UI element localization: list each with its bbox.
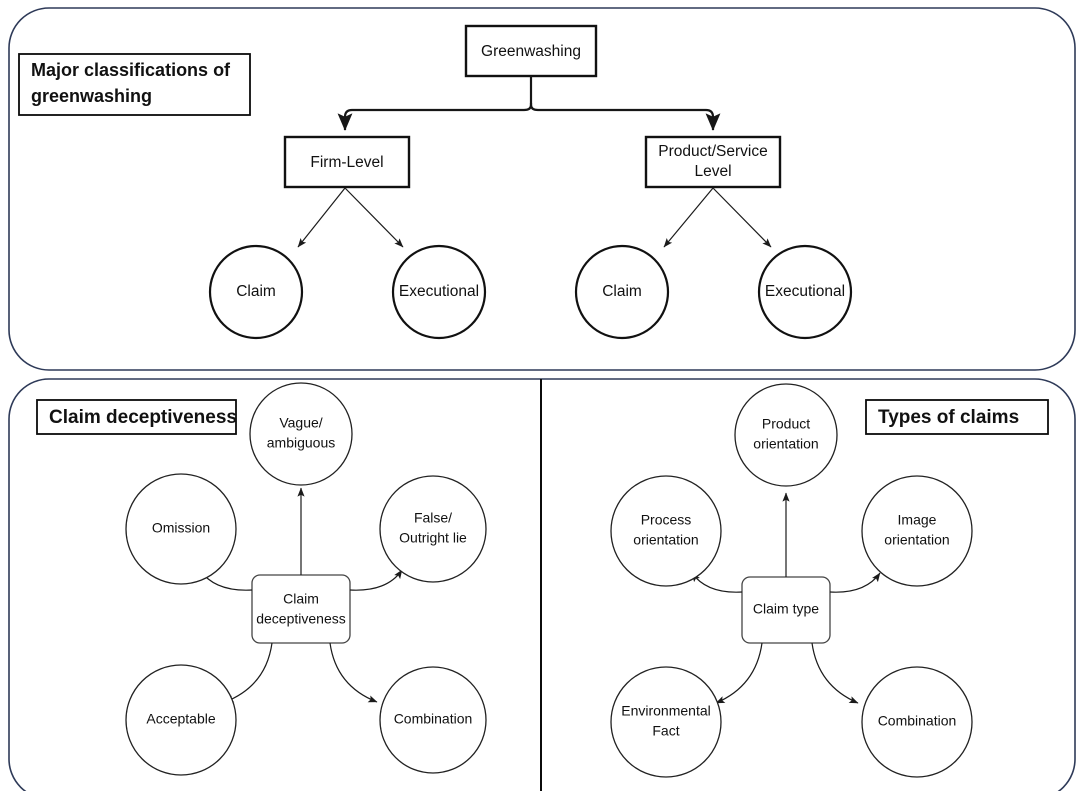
node-omission-label: Omission	[152, 520, 210, 536]
node-image-orientation-circle	[861, 475, 973, 587]
panel-bottom-right-title: Types of claims	[878, 407, 1019, 428]
node-combination-right-circle	[861, 666, 973, 778]
panel-bottom-right-title-box	[865, 399, 1049, 435]
node-firm-level-box	[283, 135, 411, 189]
panel-bottom-left-title: Claim deceptiveness	[49, 407, 237, 428]
node-claim-deceptiveness-label-line1: Claim	[283, 591, 319, 607]
node-product-orientation-label-line1: Product	[762, 416, 810, 432]
node-product-executional-circle	[757, 244, 853, 340]
node-acceptable-circle	[125, 664, 237, 776]
edge-greenwashing-to-firm-level	[337, 103, 533, 131]
node-process-orientation-circle	[610, 475, 722, 587]
edge-claim-type-to-environmental-fact	[715, 642, 763, 704]
edge-claim-deceptiveness-to-combination	[329, 642, 378, 703]
node-firm-level-label: Firm-Level	[310, 154, 383, 171]
edge-claim-deceptiveness-to-false	[349, 569, 403, 591]
edge-claim-type-to-combination	[811, 642, 859, 704]
node-omission-circle	[125, 473, 237, 585]
node-false-outright-lie-label-line1: False/	[414, 510, 452, 526]
edge-claim-deceptiveness-to-acceptable	[224, 642, 273, 703]
node-false-outright-lie-circle	[379, 475, 487, 583]
node-claim-type-label: Claim type	[753, 601, 819, 617]
edge-firm-level-to-executional	[344, 187, 404, 248]
node-greenwashing-label: Greenwashing	[481, 43, 581, 60]
panel-top-title-box	[18, 53, 251, 116]
panel-bottom-left-title-box	[36, 399, 237, 435]
node-process-orientation-label-line1: Process	[641, 512, 692, 528]
node-product-claim-circle	[574, 244, 670, 340]
edge-product-service-level-to-claim	[663, 187, 714, 248]
node-acceptable-label: Acceptable	[146, 711, 215, 727]
node-environmental-fact-circle	[610, 666, 722, 778]
node-image-orientation-label-line2: orientation	[884, 532, 949, 548]
node-product-executional-label: Executional	[765, 283, 845, 300]
node-false-outright-lie-label-line2: Outright lie	[399, 530, 467, 546]
node-firm-executional-label: Executional	[399, 283, 479, 300]
edge-product-service-level-to-executional	[712, 187, 772, 248]
node-greenwashing-box	[464, 24, 598, 78]
node-product-orientation-circle	[734, 383, 838, 487]
node-product-service-level-label-line2: Level	[694, 163, 731, 180]
panel-top-title-line2: greenwashing	[31, 86, 152, 106]
node-image-orientation-label-line1: Image	[898, 512, 937, 528]
node-vague-ambiguous-label-line1: Vague/	[279, 415, 322, 431]
panel-top-frame	[8, 7, 1076, 371]
node-claim-deceptiveness-box	[251, 574, 351, 644]
node-vague-ambiguous-circle	[249, 382, 353, 486]
node-product-claim-label: Claim	[602, 283, 642, 300]
edge-greenwashing-to-product-service-level	[529, 103, 721, 131]
node-combination-right-label: Combination	[878, 713, 957, 729]
node-combination-left-circle	[379, 666, 487, 774]
node-environmental-fact-label-line1: Environmental	[621, 703, 711, 719]
node-process-orientation-label-line2: orientation	[633, 532, 698, 548]
node-firm-claim-circle	[208, 244, 304, 340]
node-product-service-level-box	[644, 135, 782, 189]
node-firm-executional-circle	[391, 244, 487, 340]
node-product-orientation-label-line2: orientation	[753, 436, 818, 452]
edge-claim-type-to-image-orientation	[829, 572, 881, 593]
node-environmental-fact-label-line2: Fact	[652, 723, 679, 739]
node-combination-left-label: Combination	[394, 711, 473, 727]
panel-top-title-line1: Major classifications of	[31, 60, 231, 80]
node-claim-deceptiveness-label-line2: deceptiveness	[256, 611, 346, 627]
node-vague-ambiguous-label-line2: ambiguous	[267, 435, 336, 451]
edge-firm-level-to-claim	[297, 187, 346, 248]
edge-claim-type-to-process-orientation	[691, 572, 743, 593]
node-product-service-level-label-line1: Product/Service	[658, 143, 767, 160]
node-firm-claim-label: Claim	[236, 283, 276, 300]
